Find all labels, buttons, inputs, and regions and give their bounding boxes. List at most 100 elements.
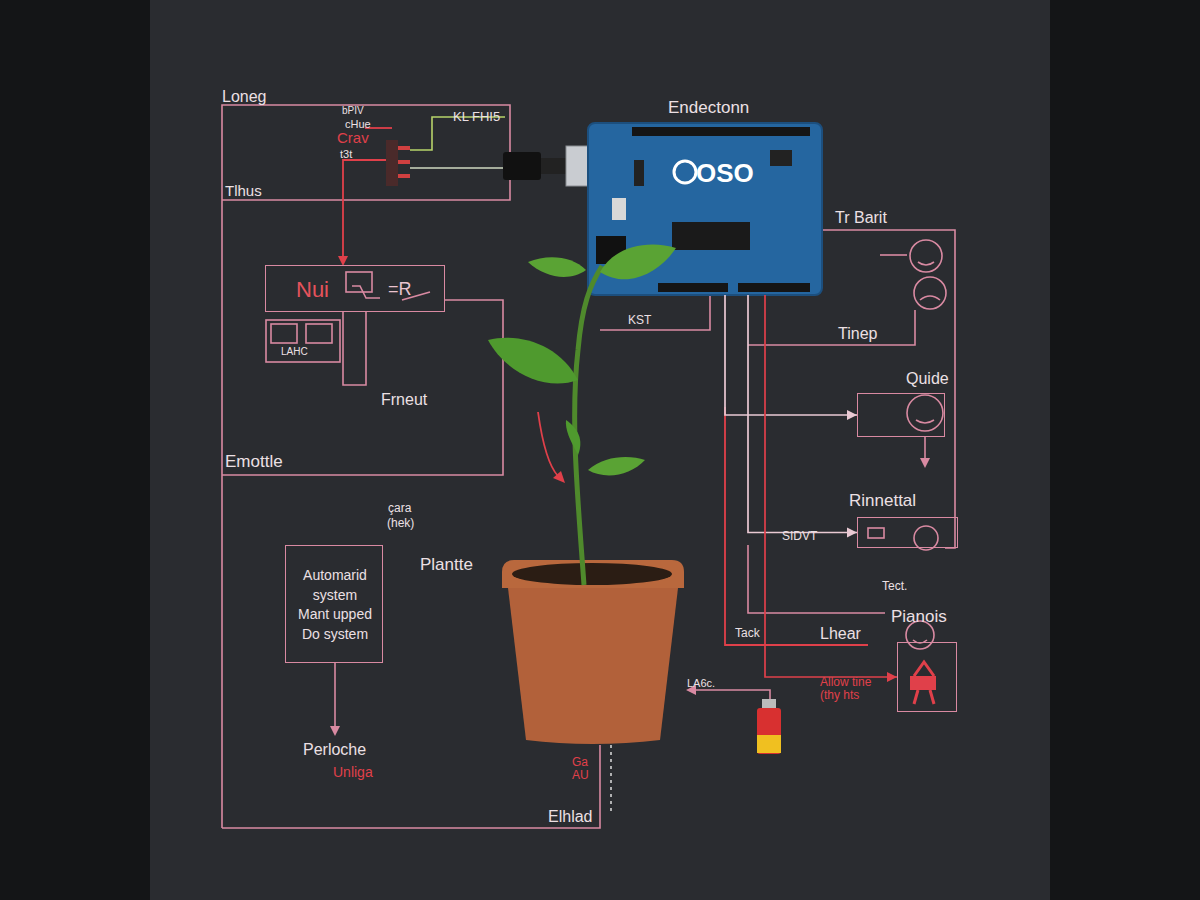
connector-line [765,295,897,677]
arrow-head [330,726,340,736]
annotation-label: KST [628,314,651,327]
annotation-label: t3t [340,148,352,160]
board-logo [674,161,696,183]
face-icon [918,262,934,265]
annotation-label: LAHC [281,346,308,357]
frame-line [222,105,510,828]
header-pin [398,146,410,150]
node-heading: Endectonn [668,98,749,118]
pot-rim [502,560,684,588]
face-icon [920,296,940,300]
flow-line [924,437,926,460]
arrow-head [847,410,857,420]
edge-label: SIDVT [782,530,817,542]
annotation-label: Tect. [882,580,907,593]
leader-line [694,690,770,702]
annotation-label: Tinep [838,325,877,343]
annotation-label: Frneut [381,391,427,409]
chip [672,222,750,250]
annotation-label: Tr Barit [835,209,887,227]
annotation-label: bPIV [342,105,364,116]
annotation-label: Allow tine (thy hts [820,676,882,702]
figure-icon [910,676,936,690]
battery-cap [762,699,776,709]
annotation-label: Emottle [225,453,283,472]
face-icon [914,277,946,309]
annotation-label: Loneg [222,88,267,106]
node-heading: Automarid system Mant upped Do system [297,566,373,644]
annotation-label: Perloche [303,741,366,759]
annotation-label: Unliga [333,765,373,780]
frame-line [820,230,955,548]
figure-icon [914,662,934,704]
annotation-label: Tack [735,627,760,640]
signal-wire [725,407,868,645]
process-box: Quide [857,393,945,437]
component-icon [868,528,884,538]
face-icon [916,420,934,423]
node-heading: Quide [906,370,949,388]
face-icon [907,395,943,431]
signal-wire [748,545,885,613]
plant [488,245,684,744]
frame-line [222,300,503,475]
annotation-label: cHue [345,118,371,130]
pointer-curve [538,412,558,476]
frame-line [222,745,600,828]
arrow-head [553,471,565,483]
plant-stem [575,266,602,585]
annotation-label: Elhlad [548,808,592,826]
pin-header [738,283,810,292]
annotation-label: KL FHI5 [453,110,500,124]
battery-band [757,735,781,753]
soil [512,563,672,585]
usb-plug [541,158,567,174]
annotation-label: Plantte [420,556,473,575]
regulator [634,160,644,186]
pin-header [658,283,728,292]
annotation-label: çara [388,502,411,515]
leaf [488,338,578,384]
annotation-label: Tlhus [225,183,262,200]
node-heading: Nui [296,277,329,302]
annotation-label: Ga AU [572,756,594,782]
signal-wire [410,167,505,169]
connector-line [725,295,857,415]
component-icon [352,286,380,298]
node-text: =R [388,279,412,300]
face-icon [910,240,942,272]
flow-line [334,663,336,728]
component-icon [346,272,372,292]
signal-wire [600,292,710,330]
ic-small [770,150,792,166]
tick-marks [610,745,612,815]
leaf [588,457,645,475]
node-heading: Pianois [891,607,947,627]
pink-wires [222,105,955,828]
arrow-head [920,458,930,468]
arrow-head [887,672,897,682]
bracket-line [343,312,366,385]
leaf [528,257,586,277]
process-box: Pianois [897,642,957,712]
face-icon [914,526,938,550]
battery [757,708,781,754]
pin-header [632,127,810,136]
leaf [566,420,580,455]
node-text: OSO [696,159,754,189]
screen-icon [306,324,332,343]
annotation-label: Lhear [820,625,861,643]
leaf [600,245,676,280]
process-box: Automarid system Mant upped Do system [285,545,383,663]
header-pin [398,174,410,178]
capacitor [612,198,626,220]
chalkboard-backdrop [150,0,1050,900]
signal-wire [748,310,915,345]
usb-plug [503,152,541,180]
arrow-head [847,528,857,538]
header-pin [398,160,410,164]
sub-box [266,320,340,362]
